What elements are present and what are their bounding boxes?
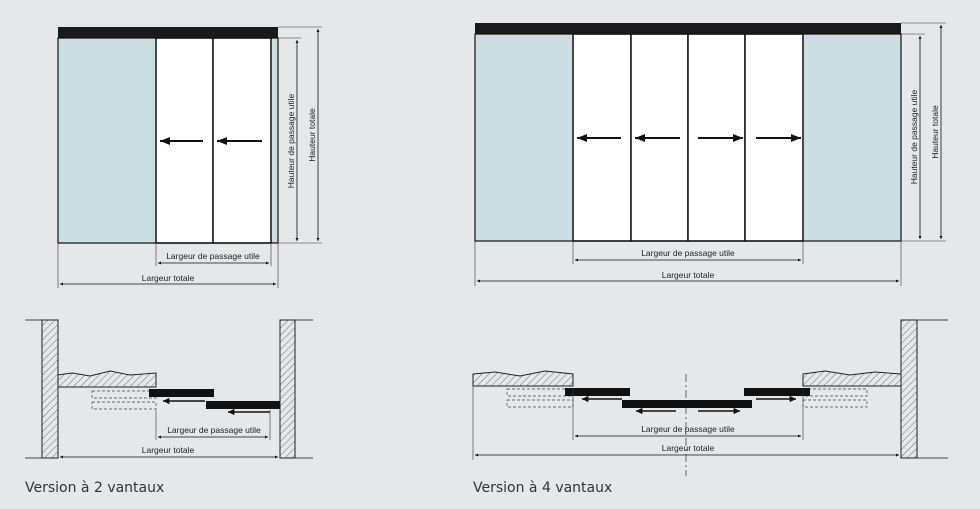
elevation-2-leaves: Hauteur de passage utile Hauteur totale … [57,26,322,288]
open-leaf-ghost [91,390,157,399]
wall-right [900,319,918,459]
caption-4-leaves: Version à 4 vantaux [473,480,613,496]
wall-right [279,319,296,459]
door-frame [474,33,902,242]
sliding-leaf-section [622,400,752,408]
wall-left [41,319,59,459]
open-leaf-ghost [91,401,157,410]
sliding-leaf-section [149,389,214,397]
usable-width-label: Largeur de passage utile [166,251,260,261]
open-leaf-ghost [802,399,868,408]
fixed-glass-panel [475,34,573,241]
total-width-label: Largeur totale [662,443,715,453]
usable-width-label: Largeur de passage utile [641,424,735,434]
total-width-label: Largeur totale [662,270,715,280]
open-leaf-ghost [506,399,574,408]
usable-height-label: Hauteur de passage utile [286,93,296,188]
total-height-label: Hauteur totale [930,105,940,159]
sliding-leaf-section [206,401,280,409]
usable-width-label: Largeur de passage utile [167,425,261,435]
open-leaf-ghost [506,388,574,397]
sliding-leaf-section [565,388,630,396]
elevation-4-leaves: Hauteur de passage utile Hauteur totale … [474,22,946,286]
plan-4-leaves: Largeur de passage utile Largeur totale [472,319,948,476]
track-header [58,27,278,38]
fixed-side-section [472,370,574,387]
fixed-glass-panel [271,38,278,243]
plan-2-leaves: Largeur de passage utile Largeur totale [25,319,313,459]
total-width-label: Largeur totale [142,273,195,283]
fixed-glass-panel [58,38,156,243]
fixed-glass-panel [803,34,901,241]
sliding-leaf-section [744,388,810,396]
track-header [475,23,901,34]
usable-width-label: Largeur de passage utile [641,248,735,258]
door-frame [57,37,279,244]
total-width-label: Largeur totale [142,445,195,455]
caption-2-leaves: Version à 2 vantaux [25,480,165,496]
usable-height-label: Hauteur de passage utile [909,89,919,184]
total-height-label: Hauteur totale [307,108,317,162]
fixed-side-section [802,370,902,387]
fixed-side-section [57,370,157,388]
open-leaf-ghost [802,388,868,397]
